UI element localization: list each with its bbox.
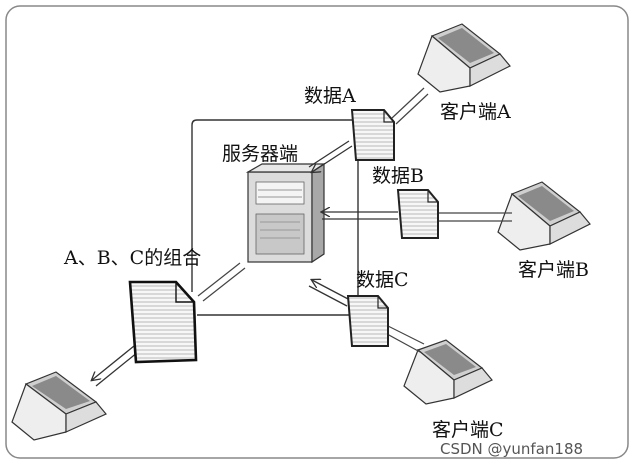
document-data-c	[346, 295, 389, 347]
arrow-output	[92, 345, 135, 380]
arrow-data-a	[312, 145, 353, 172]
arrow-data-a-inner	[308, 140, 350, 168]
label-data-a: 数据A	[304, 85, 356, 107]
laptop-icon-client-b	[497, 181, 591, 251]
document-data-a	[350, 109, 395, 161]
laptop-icon-client-c	[403, 339, 493, 405]
transfer-lines	[197, 87, 512, 353]
document-data-b	[396, 189, 439, 239]
label-client-c: 客户端C	[432, 419, 504, 441]
laptop-icon-output	[11, 371, 107, 441]
laptop-icon-client-a	[417, 23, 511, 93]
server-icon	[245, 162, 326, 264]
collector-line	[191, 119, 358, 292]
label-data-c: 数据C	[356, 269, 409, 291]
arrow-data-c-inner	[308, 285, 348, 307]
label-server: 服务器端	[222, 143, 298, 165]
label-data-b: 数据B	[372, 165, 424, 187]
label-combined: A、B、C的组合	[63, 247, 201, 269]
label-client-b: 客户端B	[518, 259, 589, 281]
watermark-text: CSDN @yunfan188	[440, 440, 583, 458]
document-combined	[128, 280, 198, 364]
label-client-a: 客户端A	[440, 101, 511, 123]
arrow-data-c	[312, 280, 351, 301]
arrow-output-inner	[95, 351, 139, 387]
arrows	[92, 140, 398, 387]
